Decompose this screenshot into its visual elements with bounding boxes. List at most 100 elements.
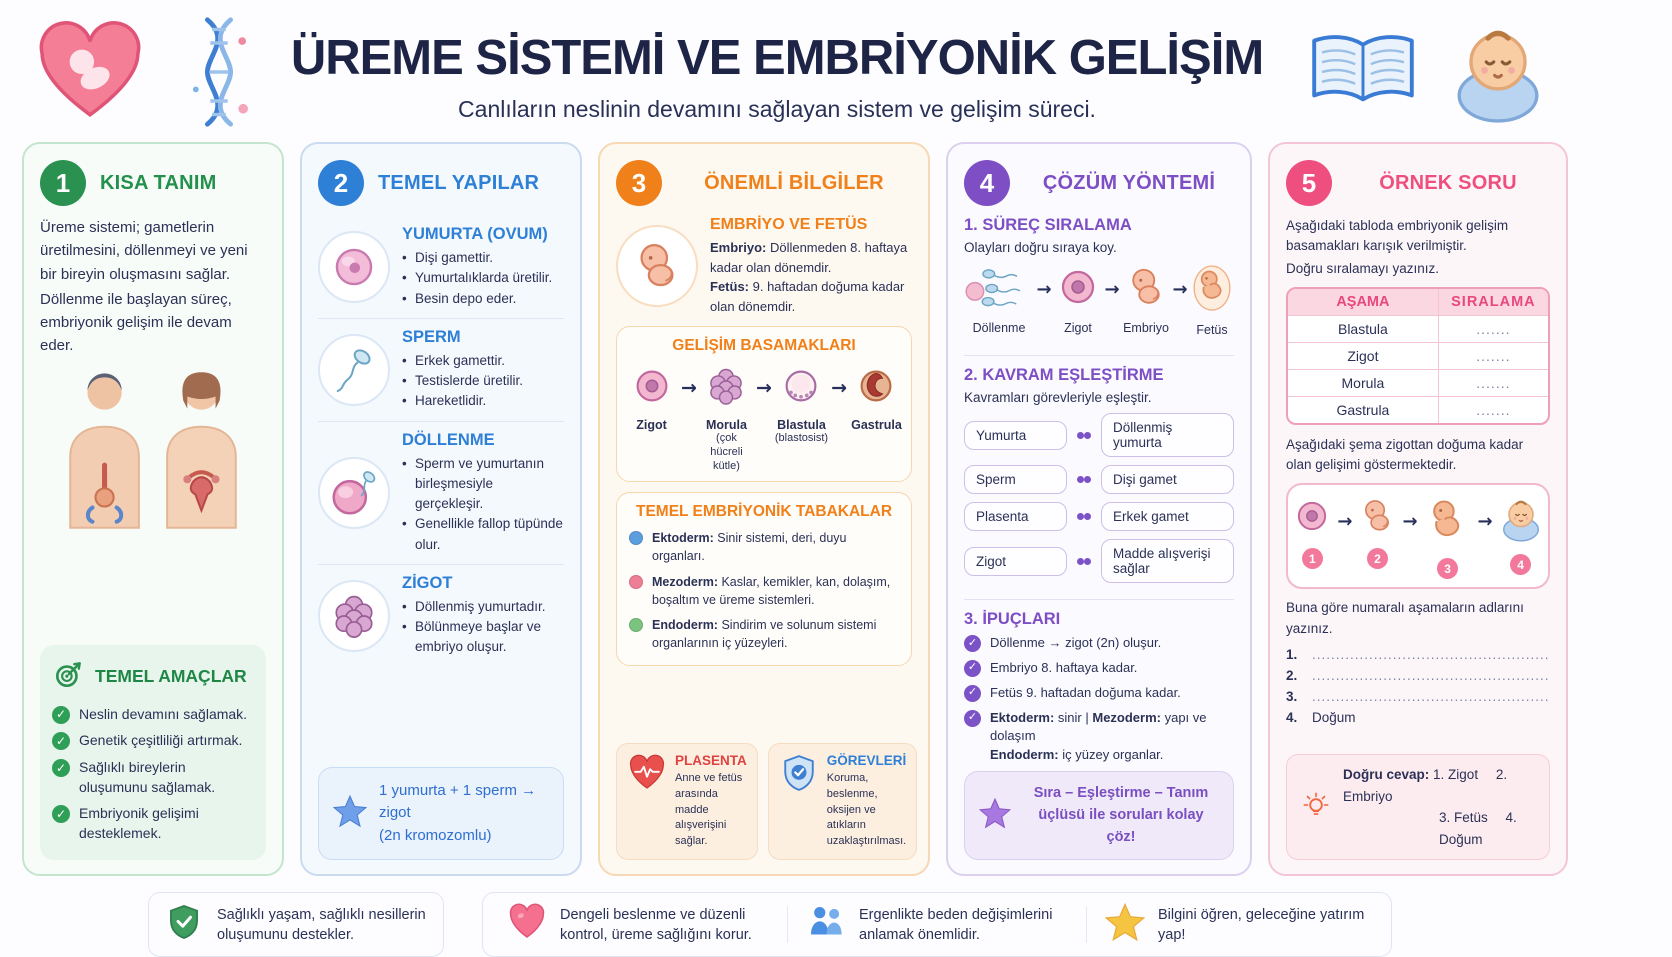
answer-blank: 3.......................................… xyxy=(1286,688,1550,704)
match-dot xyxy=(1084,557,1091,565)
step3-title: 3. İPUÇLARI xyxy=(964,610,1061,628)
match-dot xyxy=(1077,513,1084,520)
match-left-pill: Zigot xyxy=(964,546,1067,576)
section-ornek-soru: 5 ÖRNEK SORU Aşağıdaki tabloda embriyoni… xyxy=(1268,142,1568,877)
zygote-icon xyxy=(318,579,390,652)
goal-item: ✓Genetik çeşitliliği artırmak. xyxy=(52,731,254,751)
answer-blank: 4.Doğum xyxy=(1286,709,1356,725)
arrow-icon: → xyxy=(1036,279,1052,300)
ectoderm-dot-icon xyxy=(629,531,643,546)
blastula-icon xyxy=(778,363,824,414)
definition-paragraph: Döllenme ile başlayan süreç, embriyonik … xyxy=(40,290,232,355)
page-subtitle: Canlıların neslinin devamını sağlayan si… xyxy=(458,95,1096,122)
goals-title: TEMEL AMAÇLAR xyxy=(95,665,247,686)
stages-title: GELİŞİM BASAMAKLARI xyxy=(672,337,856,354)
heart-baby-icon xyxy=(34,21,146,128)
match-right-pill: Erkek gamet xyxy=(1101,502,1234,531)
match-dot xyxy=(1077,431,1084,439)
check-icon: ✓ xyxy=(52,758,70,777)
header: ÜREME SİSTEMİ VE EMBRİYONİK GELİŞİM Canl… xyxy=(0,0,1672,138)
shield-check-icon xyxy=(779,753,819,798)
table-header: SIRALAMA xyxy=(1451,293,1536,310)
match-right-pill: Döllenmiş yumurta xyxy=(1101,413,1234,457)
tip-item: ✓Döllenme → zigot (2n) oluşur. xyxy=(964,634,1234,653)
schema-intro: Aşağıdaki şema zigottan doğuma kadar ola… xyxy=(1286,436,1524,472)
solution-note-box: Sıra – Eşleştirme – Tanım üçlüsü ile sor… xyxy=(964,771,1234,861)
placenta-title: PLASENTA xyxy=(675,752,747,768)
question-intro: Doğru sıralamayı yazınız. xyxy=(1286,260,1440,276)
definition-paragraph: Üreme sistemi; gametlerin üretilmesini, … xyxy=(40,219,248,283)
layers-title: TEMEL EMBRİYONİK TABAKALAR xyxy=(635,503,893,521)
stage-number-badge: 1 xyxy=(1301,548,1323,570)
table-header: AŞAMA xyxy=(1288,288,1439,315)
table-row: Morula ....... xyxy=(1288,368,1548,396)
goal-item: ✓Sağlıklı bireylerin oluşumunu sağlamak. xyxy=(52,758,254,797)
section-cozum-yontemi: 4 ÇÖZÜM YÖNTEMİ 1. SÜREÇ SIRALAMA Olayla… xyxy=(946,142,1252,877)
people-icon xyxy=(806,904,846,945)
newborn-baby-icon xyxy=(1497,495,1545,548)
footer-item-nutrition: Dengeli beslenme ve düzenli kontrol, üre… xyxy=(489,902,787,947)
answer-item: 1. Zigot xyxy=(1433,766,1479,782)
match-dot xyxy=(1084,513,1091,520)
check-icon: ✓ xyxy=(964,635,981,652)
stage-number-badge: 2 xyxy=(1366,548,1388,570)
embryo-fetus-title: EMBRİYO VE FETÜS xyxy=(710,216,868,233)
arrow-icon: → xyxy=(1402,511,1418,533)
main-columns: 1 KISA TANIM Üreme sistemi; gametlerin ü… xyxy=(0,142,1672,877)
arrow-icon: → xyxy=(681,377,697,399)
match-left-pill: Yumurta xyxy=(964,420,1067,450)
page-title: ÜREME SİSTEMİ VE EMBRİYONİK GELİŞİM xyxy=(290,30,1264,85)
male-female-anatomy-figure xyxy=(42,368,264,535)
schema-stage-2: 2 xyxy=(1356,495,1398,570)
section-title: KISA TANIM xyxy=(100,171,217,194)
section-kisa-tanim: 1 KISA TANIM Üreme sistemi; gametlerin ü… xyxy=(22,142,284,877)
mesoderm-dot-icon xyxy=(629,574,643,589)
placenta-box: PLASENTA Anne ve fetüs arasında madde al… xyxy=(616,742,758,861)
embryo-icon xyxy=(1356,495,1398,542)
egg-cell-icon xyxy=(318,230,390,303)
structure-fertilization: DÖLLENME Sperm ve yumurtanın birleşmesiy… xyxy=(318,422,564,564)
check-icon: ✓ xyxy=(964,659,981,677)
match-row: Zigot Madde alışverişi sağlar xyxy=(964,539,1234,583)
heart-pulse-icon xyxy=(627,753,667,798)
development-schema: 1 → 2 → 3 → 4 xyxy=(1286,483,1550,590)
arrow-icon: → xyxy=(1337,511,1353,533)
gastrula-icon xyxy=(853,363,899,414)
embryo-icon xyxy=(616,225,698,307)
process-sequence: Döllenme → Zigot → Embriyo → Fetüs xyxy=(964,263,1234,337)
stage-number-badge: 4 xyxy=(1510,554,1532,576)
check-icon: ✓ xyxy=(52,732,70,751)
zygote-cell-icon xyxy=(1054,263,1102,316)
structure-egg: YUMURTA (OVUM) Dişi gamettir. Yumurtalık… xyxy=(318,216,564,318)
sequence-dollenme: Döllenme xyxy=(964,263,1034,335)
check-icon: ✓ xyxy=(964,709,981,727)
schema-question: Buna göre numaralı aşamaların adlarını y… xyxy=(1286,600,1524,636)
shield-check-icon xyxy=(165,903,203,946)
section-onemli-bilgiler: 3 ÖNEMLİ BİLGİLER EMBRİYO VE FETÜS Embri… xyxy=(598,142,930,877)
stage-gastrula: Gastrula xyxy=(850,363,903,432)
section-number-badge: 3 xyxy=(616,160,662,206)
match-dot xyxy=(1084,476,1091,483)
stage-zigot: Zigot xyxy=(625,363,678,432)
check-icon: ✓ xyxy=(964,684,981,702)
tip-item: ✓Embriyo 8. haftaya kadar. xyxy=(964,659,1234,678)
section-number-badge: 1 xyxy=(40,160,86,206)
check-icon: ✓ xyxy=(52,705,70,724)
sequence-fetus: Fetüs xyxy=(1190,263,1234,337)
stage-number-badge: 3 xyxy=(1437,558,1459,580)
duties-box: GÖREVLERİ Koruma, beslenme, oksijen ve a… xyxy=(767,742,918,861)
step1-subtitle: Olayları doğru sıraya koy. xyxy=(964,240,1117,255)
morula-icon xyxy=(703,363,749,414)
formula-box: 1 yumurta + 1 sperm → zigot (2n kromozom… xyxy=(318,766,564,861)
placenta-text: Anne ve fetüs arasında madde alışverişin… xyxy=(675,771,743,848)
table-row: Gastrula ....... xyxy=(1288,395,1548,423)
embryonic-layers-box: TEMEL EMBRİYONİK TABAKALAR Ektoderm: Sin… xyxy=(616,492,912,666)
match-row: Sperm Dişi gamet xyxy=(964,465,1234,494)
goals-box: TEMEL AMAÇLAR ✓Neslin devamını sağlamak.… xyxy=(40,644,266,861)
goal-item: ✓Neslin devamını sağlamak. xyxy=(52,705,254,725)
layer-ectoderm: Ektoderm: Sinir sistemi, deri, duyu orga… xyxy=(629,529,899,565)
endoderm-dot-icon xyxy=(629,617,643,632)
star-icon xyxy=(333,794,367,833)
lightbulb-icon xyxy=(1299,788,1333,827)
answer-item: 3. Fetüs xyxy=(1439,810,1488,826)
